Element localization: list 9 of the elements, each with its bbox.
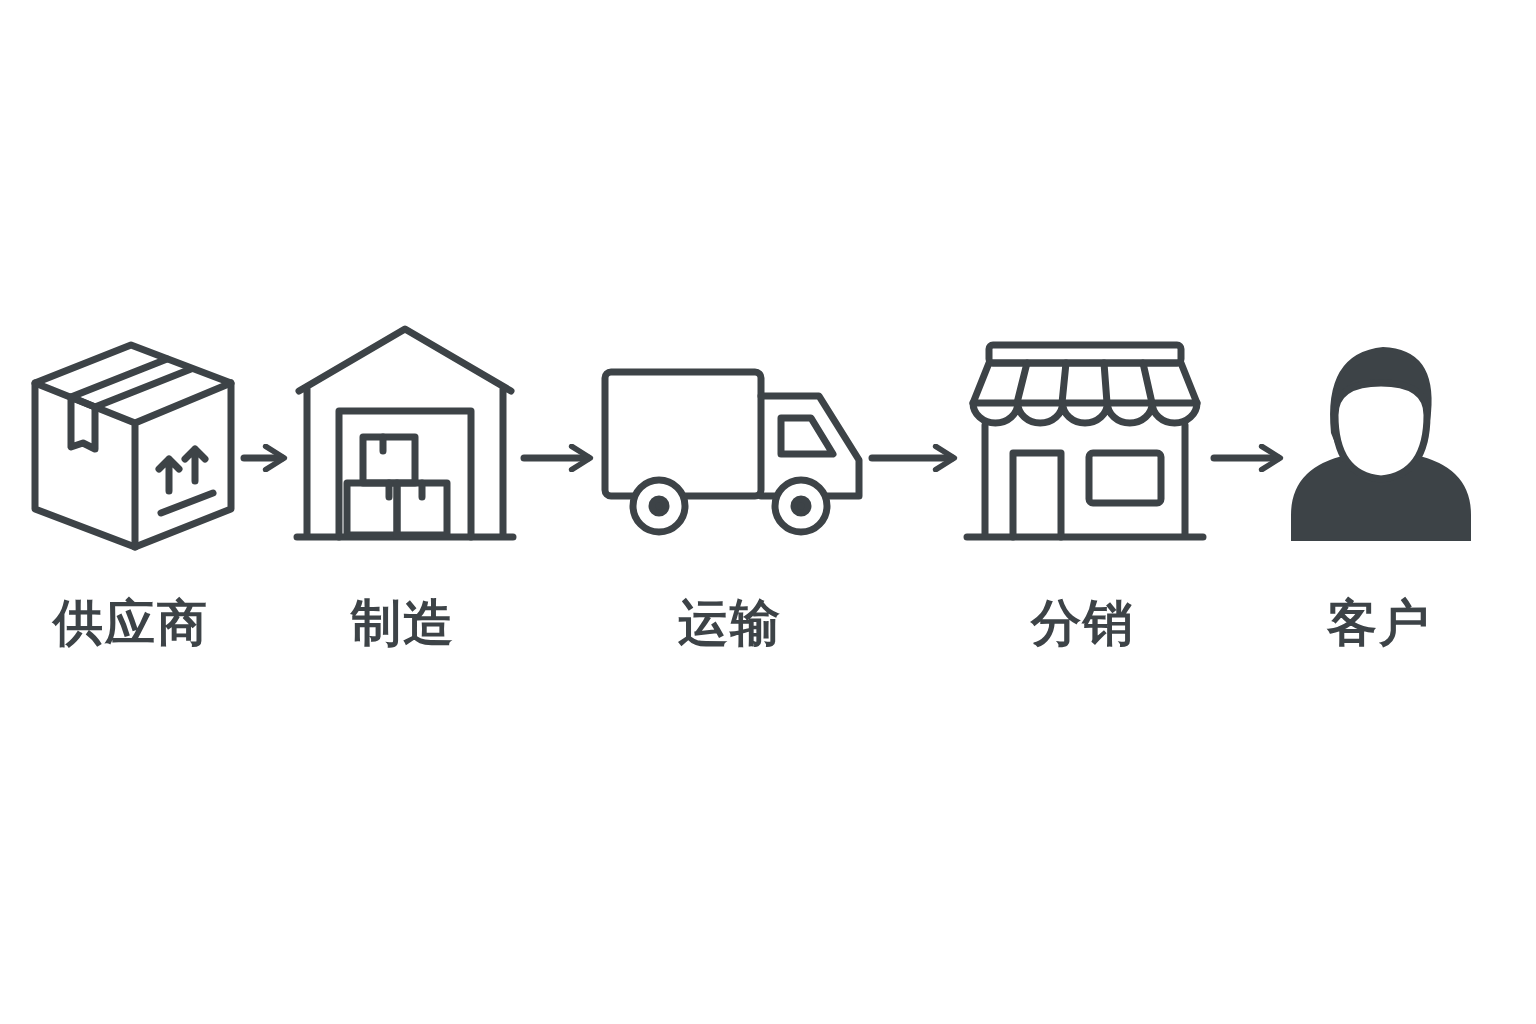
arrow xyxy=(520,443,594,473)
step-label: 分销 xyxy=(1031,596,1135,651)
step-label: 制造 xyxy=(351,596,455,651)
arrow xyxy=(868,443,958,473)
step-label: 客户 xyxy=(1327,596,1431,651)
step-label: 运输 xyxy=(678,596,782,651)
arrow xyxy=(1210,443,1284,473)
arrow xyxy=(240,443,288,473)
step-label: 供应商 xyxy=(53,596,209,651)
